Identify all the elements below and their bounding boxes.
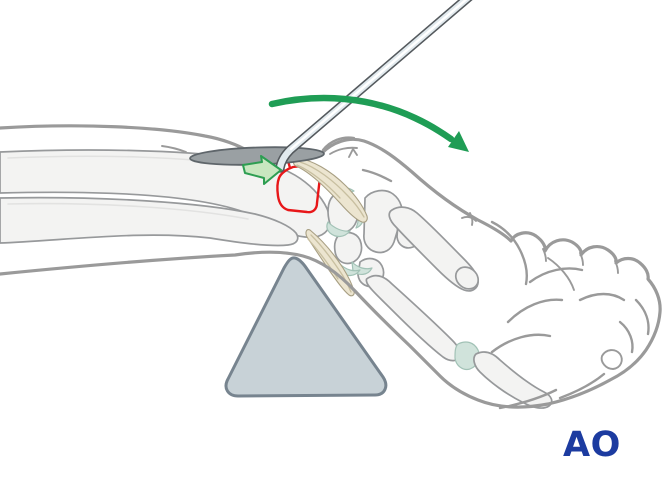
metacarpal-bone-lower [365, 274, 462, 362]
ulna-bone [0, 196, 299, 247]
forearm-dorsal-skin-line [0, 124, 250, 153]
rotation-arrow-icon [268, 94, 469, 152]
triquetrum-bone [333, 231, 363, 265]
pressure-arrow-icon [242, 155, 282, 185]
proximal-phalanx-bone [473, 351, 553, 409]
metacarpal-bone-upper [388, 206, 479, 292]
wrist-fold-lines [321, 136, 356, 152]
support-wedge [224, 256, 388, 398]
dorsal-crease [361, 168, 393, 183]
hand-outline [0, 137, 662, 409]
fingernail-outline [600, 349, 623, 370]
triangular-wedge-support [224, 256, 388, 398]
hand-bones [365, 206, 553, 409]
ao-logo: AO [563, 425, 621, 465]
metacarpal-head-upper [454, 266, 480, 290]
skin-outlines [0, 124, 662, 410]
mcp-cartilage [454, 341, 480, 371]
capitate-bone [363, 189, 403, 254]
elevator-instrument [275, 0, 473, 173]
